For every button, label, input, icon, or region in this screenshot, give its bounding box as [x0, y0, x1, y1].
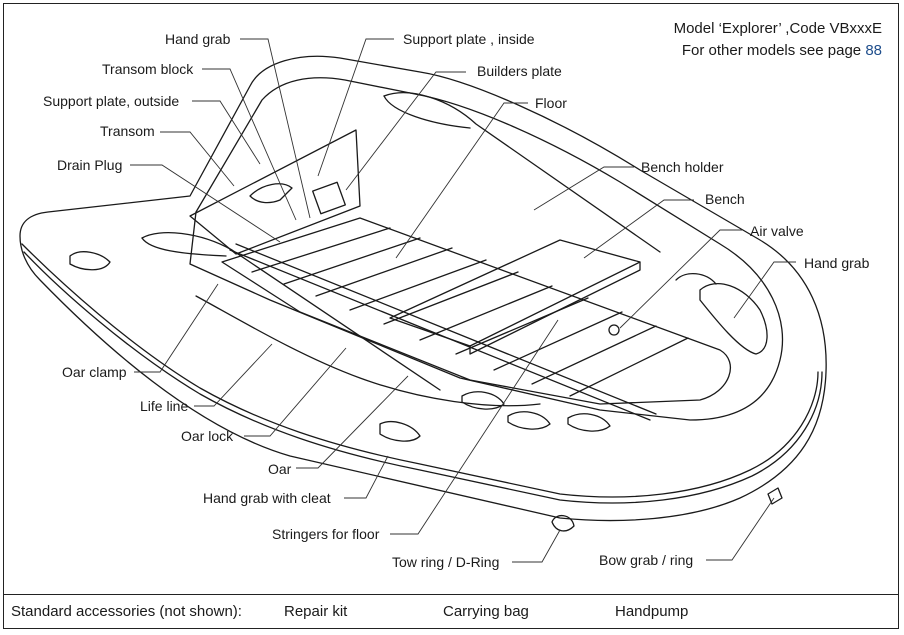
- label-stringers-for-floor: Stringers for floor: [272, 526, 380, 542]
- label-support-plate-inside: Support plate , inside: [403, 31, 535, 47]
- label-transom-block: Transom block: [102, 61, 194, 77]
- hull-outer: [19, 55, 827, 522]
- label-drain-plug: Drain Plug: [57, 157, 123, 173]
- tube-inner-edge: [189, 77, 784, 421]
- diagram-frame: [3, 3, 899, 629]
- oar-right: [383, 92, 661, 253]
- label-builders-plate: Builders plate: [477, 63, 562, 79]
- label-hand-grab-right: Hand grab: [804, 255, 870, 271]
- label-life-line: Life line: [140, 398, 189, 414]
- transom-board: [189, 129, 361, 255]
- label-hand-grab-top: Hand grab: [165, 31, 231, 47]
- accessory-carrying-bag: Carrying bag: [443, 603, 529, 620]
- model-code: Model ‘Explorer’ ,Code VBxxxE: [673, 20, 882, 37]
- label-bow-grab: Bow grab / ring: [599, 552, 694, 568]
- oar-left: [141, 232, 441, 391]
- label-support-plate-outside: Support plate, outside: [43, 93, 180, 109]
- label-oar-clamp: Oar clamp: [62, 364, 127, 380]
- hull-rubstrake: [21, 243, 819, 498]
- floor-panel: [221, 217, 731, 405]
- hull-seam: [23, 251, 823, 504]
- label-bench-holder: Bench holder: [641, 159, 724, 175]
- page-number-link[interactable]: 88: [865, 42, 882, 59]
- model-info: Model ‘Explorer’ ,Code VBxxxE For other …: [674, 18, 882, 62]
- model-page-ref: For other models see page 88: [681, 42, 882, 59]
- label-oar-lock: Oar lock: [181, 428, 234, 444]
- label-oar: Oar: [268, 461, 292, 477]
- label-transom: Transom: [100, 123, 155, 139]
- label-hand-grab-with-cleat: Hand grab with cleat: [203, 490, 331, 506]
- accessories-footer: Standard accessories (not shown): Repair…: [3, 594, 899, 629]
- label-tow-ring: Tow ring / D-Ring: [392, 554, 500, 570]
- label-bench: Bench: [705, 191, 745, 207]
- footer-title: Standard accessories (not shown):: [11, 603, 242, 620]
- accessory-repair-kit: Repair kit: [284, 603, 348, 620]
- accessory-handpump: Handpump: [615, 603, 689, 620]
- label-air-valve: Air valve: [750, 223, 804, 239]
- label-floor: Floor: [535, 95, 567, 111]
